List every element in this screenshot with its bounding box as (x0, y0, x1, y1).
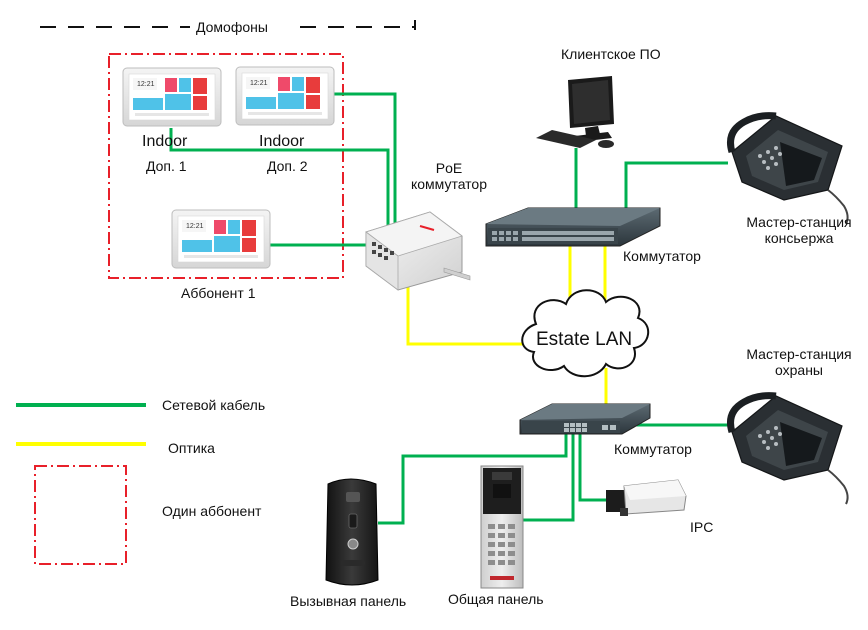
common-panel-icon (480, 465, 524, 589)
access-switch-icon (519, 403, 651, 435)
client-pc-icon (536, 76, 614, 148)
core-switch-label: Коммутатор (623, 248, 701, 264)
security-master-station-icon (731, 396, 848, 504)
indoor-1-name-label: Indoor (142, 133, 188, 150)
indoor-monitor-1-icon: 12:21 (122, 67, 222, 127)
ipc-camera-icon (606, 479, 687, 516)
indoor-monitor-2-icon: 12:21 (235, 66, 335, 126)
call-panel-label: Вызывная панель (290, 593, 407, 609)
concierge-master-station-label: Мастер-станция консьержа (746, 214, 852, 246)
indoor-2-name-label: Indoor (259, 133, 305, 150)
legend-one-subscriber-label: Один аббонент (162, 503, 262, 519)
concierge-master-station-icon (731, 116, 848, 224)
core-switch-icon (485, 207, 661, 247)
client-software-label: Клиентское ПО (561, 46, 661, 62)
legend-network-cable-label: Сетевой кабель (162, 397, 266, 413)
intercoms-title: Домофоны (196, 19, 268, 35)
poe-switch-label: PoE коммутатор (410, 160, 488, 192)
monitor-clock-2: 12:21 (250, 80, 268, 87)
ipc-label: IPC (690, 519, 714, 535)
common-panel-label: Общая панель (448, 591, 544, 607)
monitor-clock-3: 12:21 (186, 223, 204, 230)
subscriber-monitor-icon: 12:21 (171, 209, 271, 269)
subscriber-group-border (108, 53, 344, 279)
subscriber-label: Аббонент 1 (181, 285, 256, 301)
estate-lan-label: Estate LAN (536, 329, 633, 350)
estate-lan-cloud-icon (521, 289, 649, 378)
access-switch-label: Коммутатор (614, 441, 692, 457)
monitor-clock-1: 12:21 (137, 81, 155, 88)
poe-switch-icon (365, 211, 471, 291)
security-master-station-label: Мастер-станция охраны (746, 346, 852, 378)
legend-subscriber-swatch (34, 465, 127, 565)
legend-optics-label: Оптика (168, 440, 215, 456)
network-cables (169, 92, 728, 525)
indoor-2-sub-label: Доп. 2 (267, 158, 308, 174)
indoor-1-sub-label: Доп. 1 (146, 158, 187, 174)
call-panel-icon (325, 478, 379, 586)
